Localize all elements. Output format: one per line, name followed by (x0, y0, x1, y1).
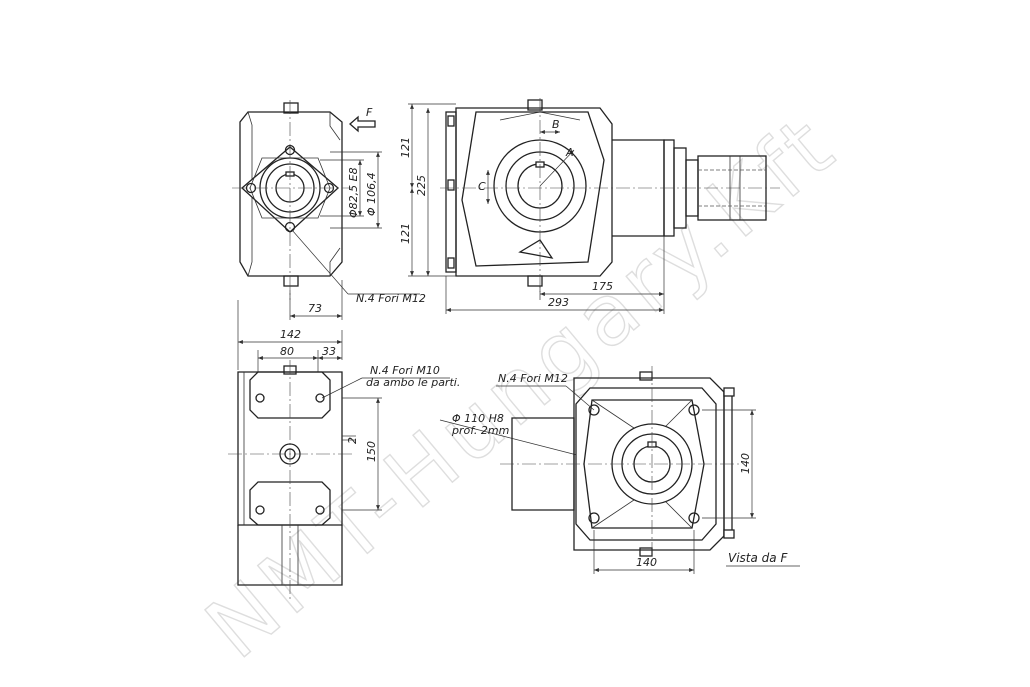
dim-225: 225 (415, 175, 428, 196)
top-holes-label: N.4 Fori M12 (356, 292, 426, 305)
front-view-callouts: N.4 Fori M10 da ambo le parti. 150 2 Φ 1… (321, 364, 621, 511)
view-f-dims: N.4 Fori M12 140 140 Vista da F (496, 372, 800, 574)
dim-142: 142 (280, 328, 301, 341)
dim-80: 80 (280, 345, 294, 358)
dim-293: 293 (548, 296, 569, 309)
bore-label-1: Φ 110 H8 (452, 412, 504, 425)
top-view-flange (232, 100, 352, 300)
m10-holes-label-2: da ambo le parti. (366, 376, 460, 389)
view-arrow-f: F (349, 106, 376, 133)
label-c: C (478, 180, 486, 193)
dim-d82-5: Φ82,5 E8 (347, 167, 360, 218)
dim-73: 73 (308, 302, 322, 315)
dim-33: 33 (322, 345, 336, 358)
arrow-label-f: F (366, 106, 373, 119)
dim-121-top: 121 (399, 137, 412, 158)
side-view-height-dims: 121 225 121 (399, 103, 456, 277)
view-f-holes-label: N.4 Fori M12 (498, 372, 568, 385)
top-view-holes-callout: N.4 Fori M12 73 (289, 229, 426, 320)
dim-121-bottom: 121 (399, 223, 412, 244)
front-view-housing: 142 80 33 (228, 300, 352, 600)
dim-d106-4: Φ 106,4 (365, 172, 378, 216)
bore-label-2: prof. 2mm (451, 424, 509, 437)
side-view-length-dims: 175 293 (445, 236, 665, 314)
m10-holes-label: N.4 Fori M10 (370, 364, 440, 377)
label-a: A (565, 146, 574, 159)
side-view-shaft-labels: B A C (478, 118, 575, 204)
dim-140-horizontal: 140 (636, 556, 657, 569)
dim-140-vertical: 140 (739, 453, 752, 474)
view-from-f (500, 366, 740, 566)
dim-175: 175 (592, 280, 613, 293)
dim-150: 150 (365, 441, 378, 462)
side-view-gearbox (440, 98, 780, 292)
top-view-diameter-dims: Φ82,5 E8 Φ 106,4 (320, 151, 382, 229)
label-b: B (552, 118, 560, 131)
dim-2: 2 (346, 437, 359, 444)
view-f-caption: Vista da F (728, 551, 788, 565)
